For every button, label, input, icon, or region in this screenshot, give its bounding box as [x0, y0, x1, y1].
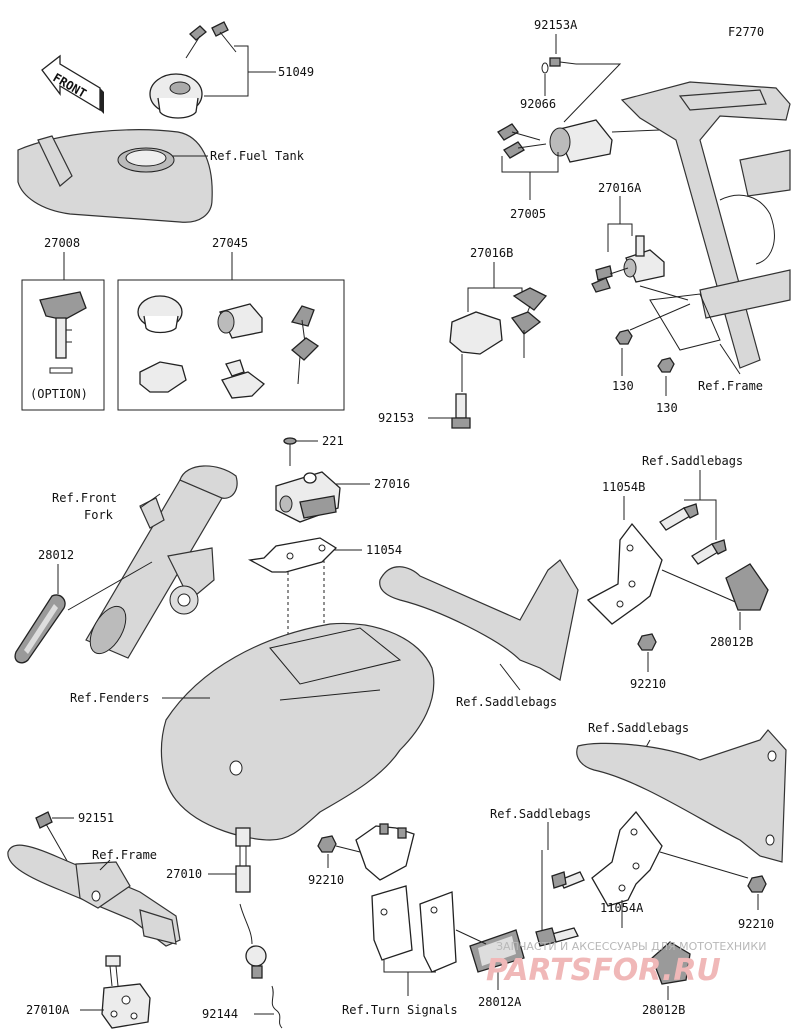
label-92153a: 92153A — [534, 18, 578, 32]
bracket-11054b — [586, 522, 663, 625]
label-130-a: 130 — [612, 379, 634, 393]
switch-27010 — [235, 827, 251, 893]
ref-saddlebags-2: Ref.Saddlebags — [456, 695, 557, 709]
screw-221 — [283, 437, 297, 466]
option-label: (OPTION) — [30, 387, 88, 401]
saddlebag-bracket-ref-2 — [576, 729, 787, 863]
watermark-line1: ЗАПЧАСТИ И АКСЕССУАРЫ ДЛЯ МОТОТЕХНИКИ — [496, 940, 766, 953]
bolt-saddlebag-4 — [535, 927, 579, 947]
label-27045: 27045 — [212, 236, 248, 250]
label-27010: 27010 — [166, 867, 202, 881]
label-92210-c: 92210 — [738, 917, 774, 931]
fuel-tank-ref — [17, 129, 213, 223]
label-11054b: 11054B — [602, 480, 645, 494]
ref-saddlebags-4: Ref.Saddlebags — [490, 807, 591, 821]
nut-130-a — [615, 329, 633, 345]
label-11054a: 11054A — [600, 901, 644, 915]
front-arrow-icon: FRONT — [41, 54, 104, 114]
ref-fenders: Ref.Fenders — [70, 691, 149, 705]
label-27010a: 27010A — [26, 1003, 70, 1017]
label-28012b-bottom: 28012B — [642, 1003, 685, 1017]
label-27008: 27008 — [44, 236, 80, 250]
fuel-cap — [149, 73, 203, 119]
reflector-28012b-bottom — [651, 941, 691, 985]
bracket-11054 — [247, 537, 338, 573]
bolt-92153 — [451, 393, 471, 429]
label-92210-a: 92210 — [630, 677, 666, 691]
lock-27016a — [591, 235, 665, 293]
frame-ref-bottom — [7, 844, 181, 947]
label-92066: 92066 — [520, 97, 556, 111]
nut-130-b — [657, 357, 675, 373]
nut-92210-c — [747, 875, 767, 893]
label-27016: 27016 — [374, 477, 410, 491]
diagram-code: F2770 — [728, 25, 764, 39]
bolt-saddlebag-1 — [659, 503, 699, 531]
nut-92210-b — [317, 835, 337, 853]
turn-signal-bracket — [355, 823, 457, 973]
label-28012: 28012 — [38, 548, 74, 562]
lock-set-parts — [137, 295, 320, 399]
option-key-icon — [39, 291, 87, 374]
ref-turn-signals: Ref.Turn Signals — [342, 1003, 458, 1017]
ref-frame-top: Ref.Frame — [698, 379, 763, 393]
ignition-keys-icon — [497, 123, 547, 159]
screw-92153a — [549, 57, 577, 67]
ref-saddlebags-3: Ref.Saddlebags — [588, 721, 689, 735]
ref-front-fork-1: Ref.Front — [52, 491, 117, 505]
label-130-b: 130 — [656, 401, 678, 415]
label-221: 221 — [322, 434, 344, 448]
switch-27010a — [101, 955, 151, 1029]
ref-saddlebags-1: Ref.Saddlebags — [642, 454, 743, 468]
cap-keys-icon — [185, 21, 237, 59]
label-92153: 92153 — [378, 411, 414, 425]
lock-27016b — [449, 287, 548, 358]
sensor-92144 — [239, 903, 283, 1029]
label-28012b-top: 28012B — [710, 635, 753, 649]
ignition-switch — [549, 119, 661, 163]
bolt-saddlebag-2 — [691, 539, 727, 565]
nut-92210-a — [637, 633, 657, 651]
ref-fuel-tank: Ref.Fuel Tank — [210, 149, 305, 163]
front-fork-ref — [85, 465, 238, 659]
reflector-28012b-top — [725, 563, 769, 611]
label-11054: 11054 — [366, 543, 402, 557]
reflector-28012 — [14, 594, 66, 664]
ref-front-fork-2: Fork — [84, 508, 114, 522]
label-51049: 51049 — [278, 65, 314, 79]
watermark-line2: PARTSFOR.RU — [486, 953, 721, 988]
reflector-28012a — [469, 929, 525, 973]
label-92210-b: 92210 — [308, 873, 344, 887]
bolt-92151 — [35, 811, 71, 867]
label-28012a: 28012A — [478, 995, 522, 1009]
ref-frame-bottom: Ref.Frame — [92, 848, 157, 862]
label-27016a: 27016A — [598, 181, 642, 195]
bracket-11054a — [591, 810, 663, 907]
label-27016b: 27016B — [470, 246, 513, 260]
bolt-saddlebag-3 — [551, 871, 585, 889]
label-92151: 92151 — [78, 811, 114, 825]
saddlebag-bracket-ref-1 — [379, 559, 579, 681]
lock-27016 — [275, 471, 341, 523]
fender-ref — [160, 622, 435, 841]
label-27005: 27005 — [510, 207, 546, 221]
label-92144: 92144 — [202, 1007, 238, 1021]
frame-ref-top — [620, 81, 791, 369]
